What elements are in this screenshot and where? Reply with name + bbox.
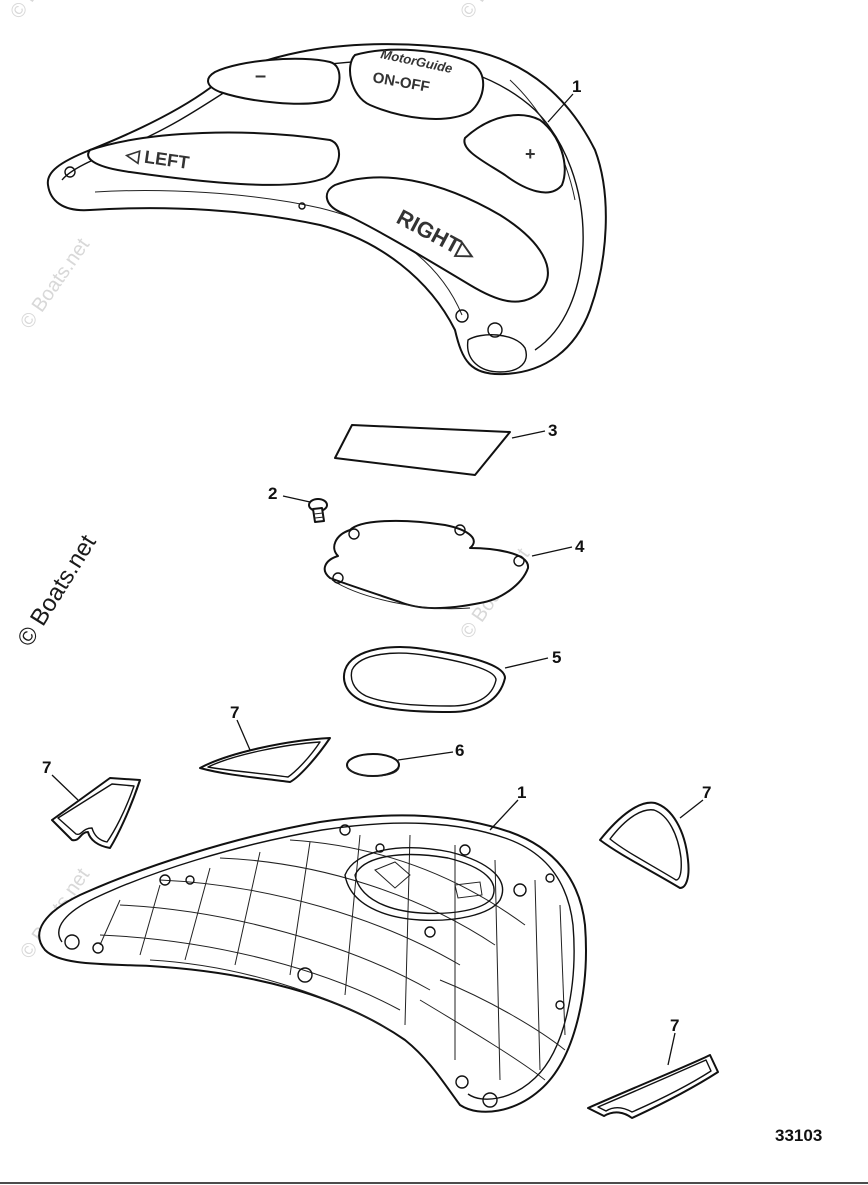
minus-key-label: – [255, 65, 266, 87]
figure-id: 33103 [775, 1126, 822, 1145]
callout-7-d: 7 [670, 1016, 679, 1035]
watermark-top-center: © Boats.net [456, 0, 534, 23]
callout-7-b: 7 [42, 758, 51, 777]
callout-2: 2 [268, 484, 277, 503]
part-7-pad-a [199, 737, 331, 783]
callouts: 1 2 3 4 5 6 7 7 1 7 7 [42, 77, 711, 1035]
callout-7-c: 7 [702, 783, 711, 802]
watermark-top-left: © Boats.net [6, 0, 84, 23]
part-7-pad-b [51, 777, 141, 849]
part-3-label [334, 424, 511, 476]
part-7-pad-c [599, 801, 690, 889]
leader-lines [51, 93, 704, 1066]
callout-3: 3 [548, 421, 557, 440]
part-6-disc [346, 753, 400, 777]
plus-key-label: + [525, 144, 536, 164]
callout-4: 4 [575, 537, 585, 556]
keypad-top-housing: ◁ LEFT RIGHT▷ – ON-OFF MotorGuide + [46, 43, 607, 376]
callout-6: 6 [455, 741, 464, 760]
callout-5: 5 [552, 648, 561, 667]
part-2-screw [308, 498, 328, 523]
watermark-prominent: © Boats.net [12, 530, 102, 651]
callout-1-top: 1 [572, 77, 581, 96]
part-7-pad-d [587, 1054, 719, 1119]
callout-7-a: 7 [230, 703, 239, 722]
part-4-cover-plate [323, 519, 529, 610]
bottom-housing [38, 814, 587, 1113]
part-5-gasket [342, 646, 506, 713]
watermark-mid-left: © Boats.net [16, 234, 94, 333]
callout-1-bottom: 1 [517, 783, 526, 802]
